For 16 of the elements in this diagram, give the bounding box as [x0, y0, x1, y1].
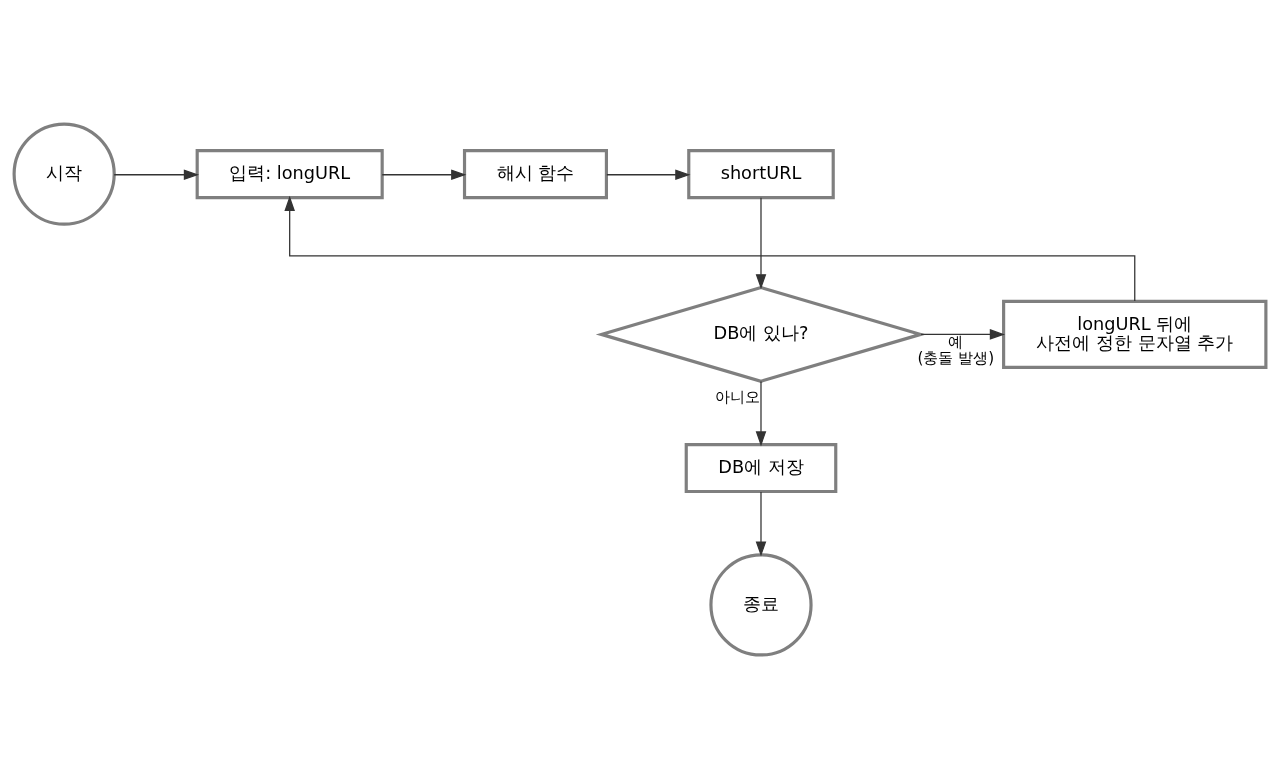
edge-label: 아니오	[715, 387, 761, 406]
arrow	[113, 168, 200, 180]
node-box: shortURL	[687, 148, 835, 199]
node-box: 해시 함수	[462, 148, 608, 199]
node-circle: 시작	[12, 122, 116, 226]
arrow	[755, 490, 767, 557]
node-circle: 종료	[709, 552, 813, 656]
arrow	[755, 380, 767, 446]
arrow	[381, 168, 467, 180]
node-box: 입력: longURL	[195, 148, 384, 199]
arrow	[755, 196, 767, 289]
node-box: longURL 뒤에 사전에 정한 문자열 추가	[1002, 299, 1268, 369]
node-box: DB에 저장	[684, 442, 838, 493]
arrow	[920, 328, 1005, 340]
arrow	[284, 195, 1136, 302]
arrow	[606, 168, 691, 180]
